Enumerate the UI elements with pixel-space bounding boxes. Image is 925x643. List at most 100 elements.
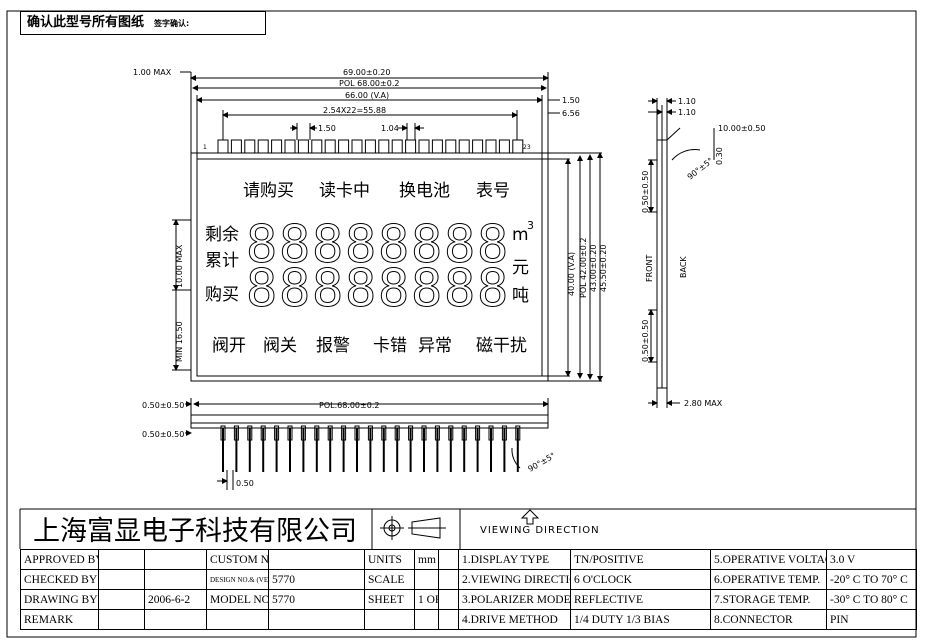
top-pin xyxy=(351,139,363,154)
lcd-digit: 8 xyxy=(378,215,409,275)
front-view xyxy=(172,71,603,382)
lcd-left-3: 购买 xyxy=(205,285,239,305)
lcd-bottom-6: 磁干扰 xyxy=(476,336,527,356)
title-block-cell xyxy=(268,549,365,570)
side-dimension-labels: 1.10 1.10 10.00±0.50 0.30 0.50±0.50 0.50… xyxy=(641,97,765,408)
title-block-cell xyxy=(364,609,415,630)
title-block-cell: -20° C TO 70° C xyxy=(826,569,917,590)
title-block-cell: 5.OPERATIVE VOLTAGE xyxy=(710,549,827,570)
lcd-bottom-4: 卡错 xyxy=(373,336,407,356)
title-block-cell: 1/4 DUTY 1/3 BIAS xyxy=(570,609,711,630)
lcd-digit: 8 xyxy=(279,259,310,319)
lcd-segment-text: 请购买 读卡中 换电池 表号 剩余 累计 购买 m 3 元 吨 阀开 阀关 报警… xyxy=(205,181,534,356)
dim-pin-span: 2.54X22=55.88 xyxy=(323,106,386,115)
top-pin xyxy=(271,139,283,154)
lcd-unit-exp: 3 xyxy=(527,219,534,232)
lcd-digit: 8 xyxy=(378,259,409,319)
title-block-cell: 3.POLARIZER MODE xyxy=(458,589,571,610)
title-block-cell: PIN xyxy=(826,609,917,630)
dim-side-050a: 0.50±0.50 xyxy=(641,171,650,213)
bottom-pin-clip xyxy=(220,425,226,441)
dim-right-150: 1.50 xyxy=(562,96,580,105)
dim-side-050b: 0.50±0.50 xyxy=(641,320,650,362)
title-block-cell: TN/POSITIVE xyxy=(570,549,711,570)
title-block-cell xyxy=(98,589,145,610)
title-block-cell xyxy=(438,609,459,630)
bottom-pin-clip xyxy=(515,425,521,441)
bottom-pin-clip xyxy=(354,425,360,441)
bottom-pin-clip xyxy=(421,425,427,441)
side-front-label: FRONT xyxy=(645,255,654,282)
title-block-cell: MODEL NO. xyxy=(206,589,269,610)
title-block-cell: UNITS xyxy=(364,549,415,570)
top-pin xyxy=(418,139,430,154)
bottom-pin-clip xyxy=(394,425,400,441)
dim-side-280: 2.80 MAX xyxy=(684,399,723,408)
title-block-cell xyxy=(438,549,459,570)
top-pin xyxy=(217,139,229,154)
lcd-bottom-1: 阀开 xyxy=(212,336,246,356)
lcd-left-1: 剩余 xyxy=(205,225,239,245)
title-block-cell xyxy=(414,569,439,590)
lcd-unit-yuan: 元 xyxy=(512,258,529,278)
bottom-pin-clip xyxy=(327,425,333,441)
title-block-cell xyxy=(206,609,269,630)
lcd-unit-dun: 吨 xyxy=(512,286,529,306)
dim-v-va: 40.00 (V.A) xyxy=(567,252,576,296)
lcd-bottom-5: 异常 xyxy=(418,336,452,356)
viewing-direction-label: VIEWING DIRECTION xyxy=(480,525,600,536)
top-pin xyxy=(485,139,497,154)
title-block-cell xyxy=(268,609,365,630)
pin-last-label: 23 xyxy=(523,144,531,151)
bottom-pin-clip xyxy=(274,425,280,441)
lcd-unit-m: m xyxy=(512,225,529,245)
top-pin xyxy=(311,139,323,154)
title-block-cell: CHECKED BY xyxy=(20,569,99,590)
bottom-view xyxy=(185,398,549,490)
pin-first-label: 1 xyxy=(203,144,207,151)
title-block-cell: 1.DISPLAY TYPE xyxy=(458,549,571,570)
dim-pitch-104: 1.04 xyxy=(381,124,399,133)
lcd-digit: 8 xyxy=(345,259,376,319)
top-pin xyxy=(338,139,350,154)
lcd-digit: 8 xyxy=(477,215,508,275)
title-block-cell: 7.STORAGE TEMP. xyxy=(710,589,827,610)
top-pin xyxy=(364,139,376,154)
company-name: 上海富显电子科技有限公司 xyxy=(33,516,357,547)
top-pin xyxy=(512,139,524,154)
top-pin xyxy=(458,139,470,154)
dim-pitch-150: 1.50 xyxy=(318,124,336,133)
top-pin xyxy=(378,139,390,154)
title-block-cell xyxy=(98,549,145,570)
top-pin xyxy=(405,139,417,154)
dim-side-angle: 90°±5° xyxy=(686,156,715,182)
title-block-cell xyxy=(98,569,145,590)
lcd-digit: 8 xyxy=(411,215,442,275)
top-pin xyxy=(324,139,336,154)
dim-left-offset: 1.00 MAX xyxy=(133,68,172,77)
bottom-pin-clip xyxy=(367,425,373,441)
title-block-cell: 2006-6-2 xyxy=(144,589,207,610)
top-pin xyxy=(284,139,296,154)
lcd-digit: 8 xyxy=(312,259,343,319)
title-block-cell xyxy=(144,609,207,630)
title-block-cell: SHEET xyxy=(364,589,415,610)
projection-cone-icon xyxy=(411,517,441,539)
dim-left-1650: MIN 16.50 xyxy=(175,321,184,362)
title-block-cell xyxy=(438,569,459,590)
title-block-cell: 1 OF 4 xyxy=(414,589,439,610)
side-view xyxy=(648,98,715,408)
lcd-digit: 8 xyxy=(444,259,475,319)
top-pin xyxy=(498,139,510,154)
lcd-top-2: 读卡中 xyxy=(319,181,370,201)
bottom-pin-clip xyxy=(287,425,293,441)
title-block-cell: 6.OPERATIVE TEMP. xyxy=(710,569,827,590)
bottom-pin-clip xyxy=(461,425,467,441)
title-block-cell: -30° C TO 80° C xyxy=(826,589,917,610)
dim-side-10: 10.00±0.50 xyxy=(718,124,765,133)
bottom-pin-clip xyxy=(408,425,414,441)
dim-bottom-pol: POL.68.00±0.2 xyxy=(319,401,379,410)
